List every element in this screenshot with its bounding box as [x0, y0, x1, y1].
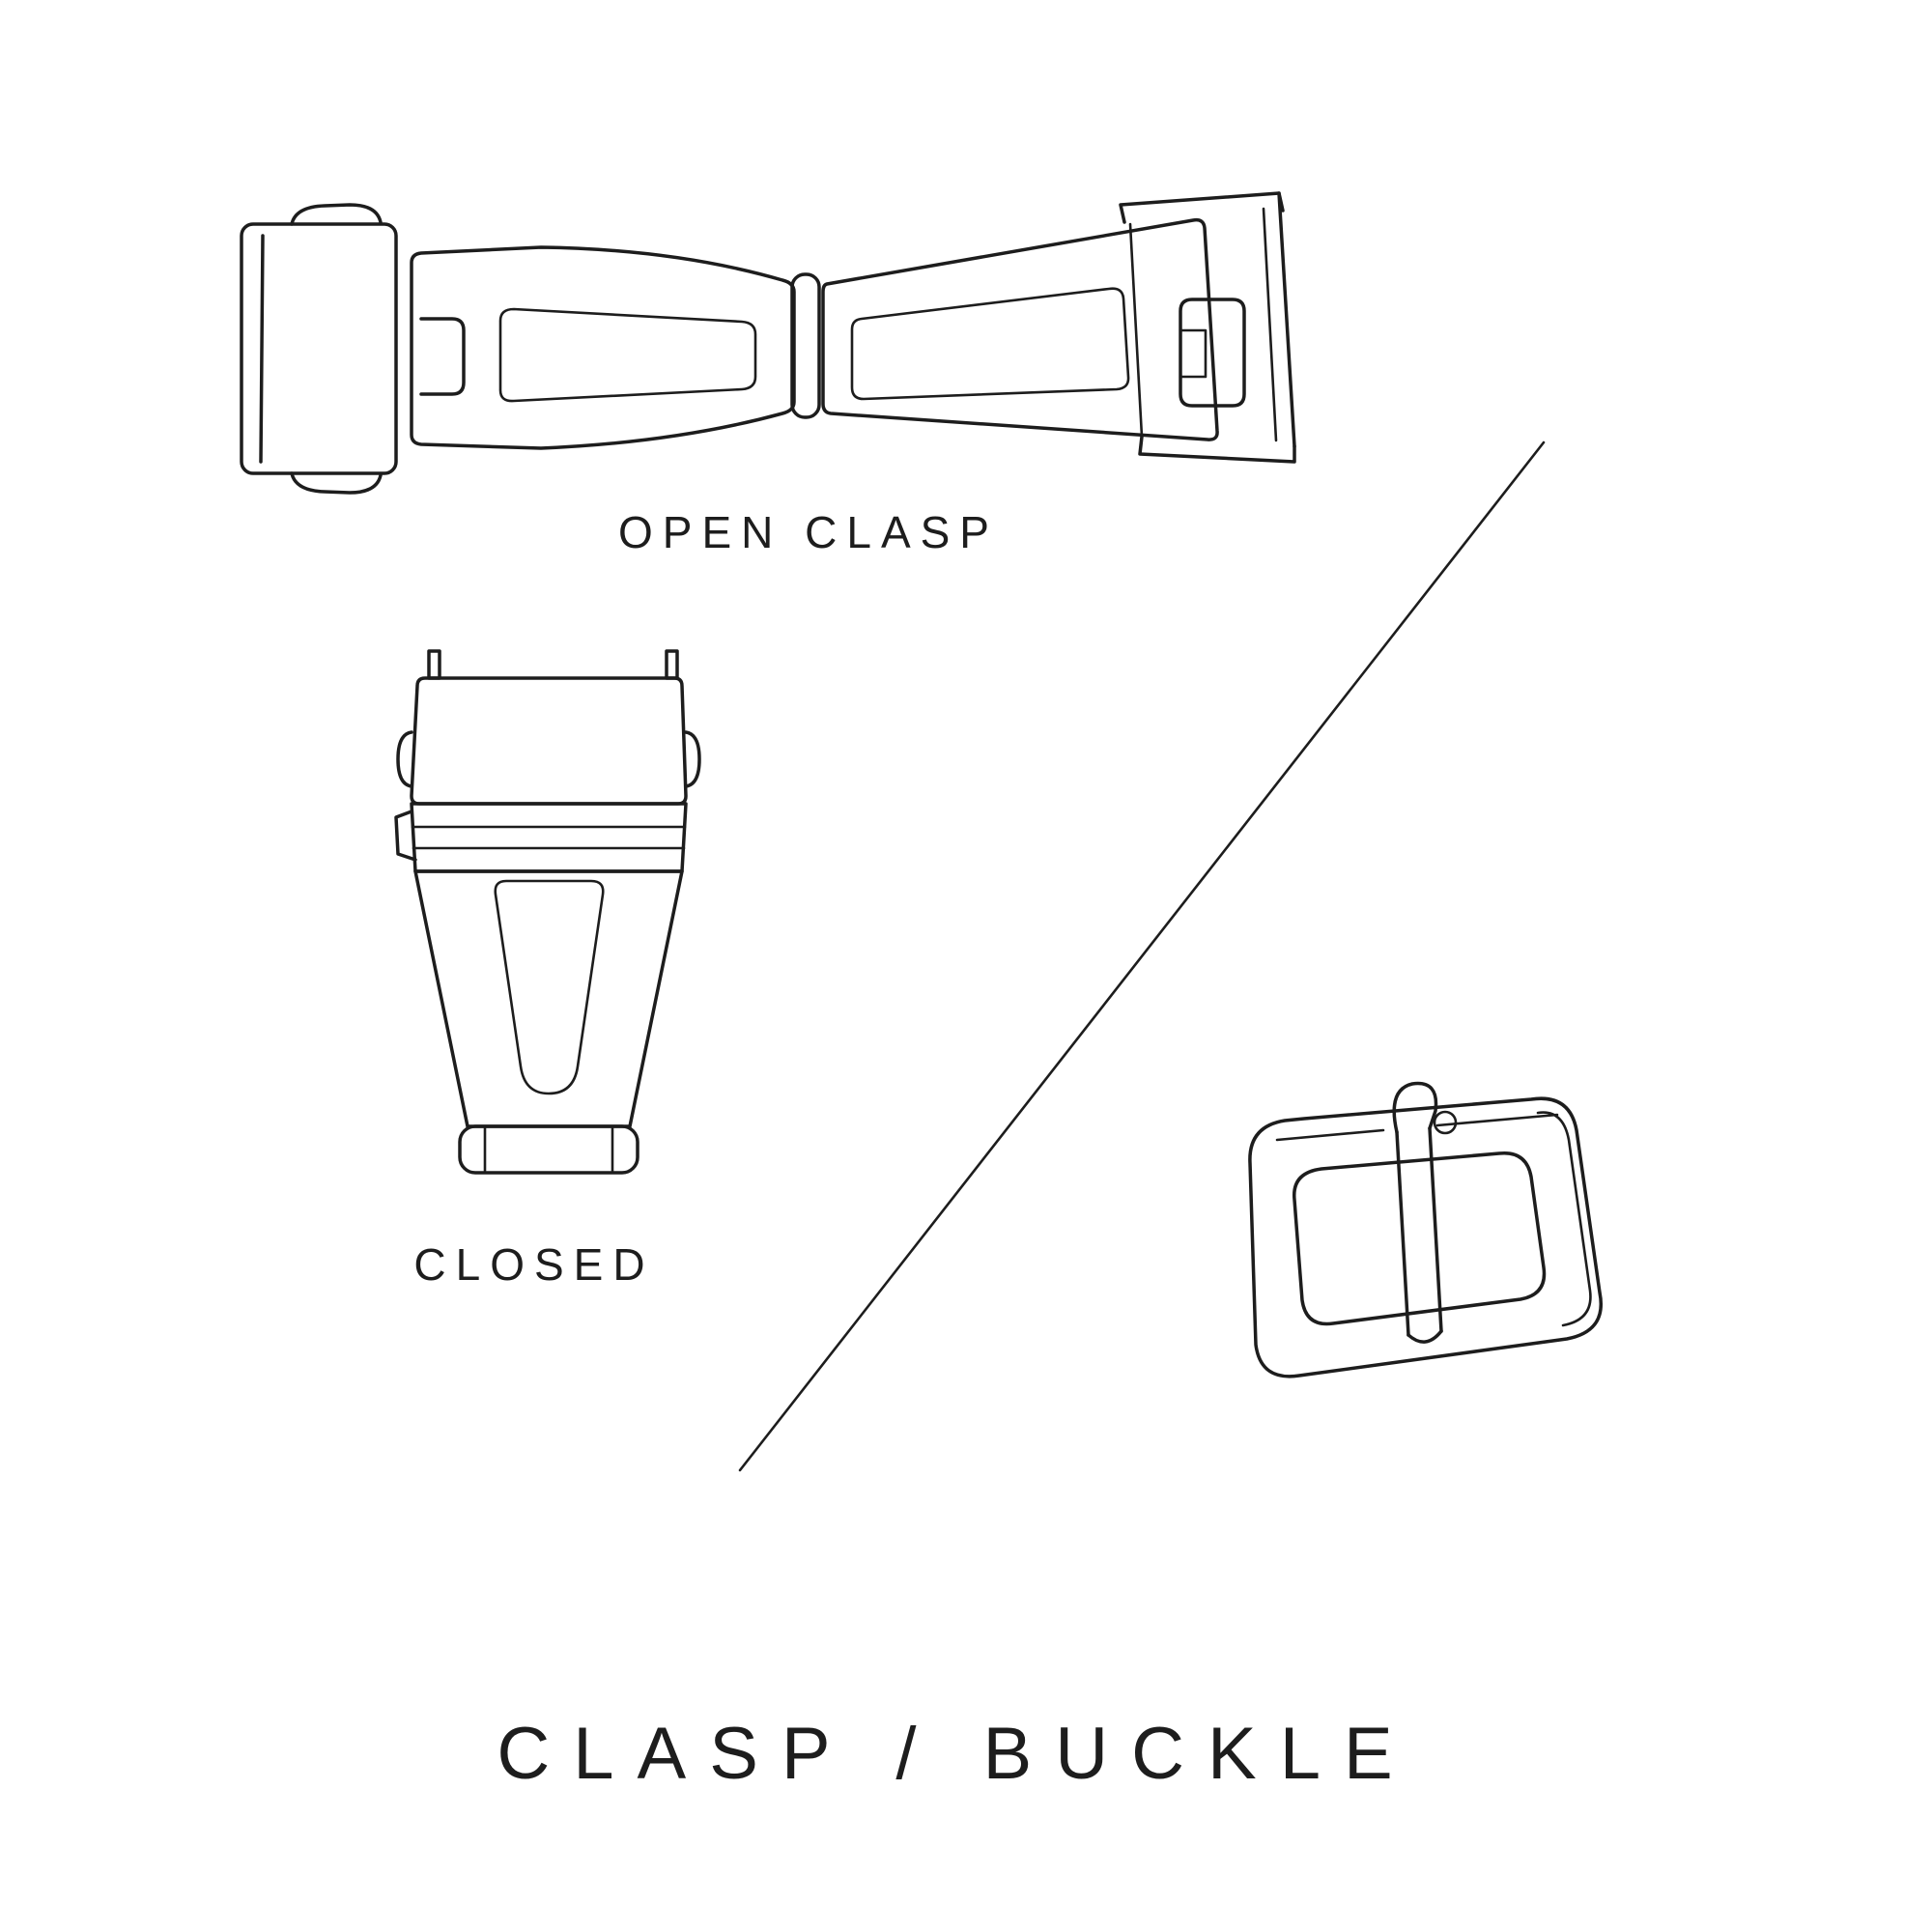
- closed-clasp-label: CLOSED: [413, 1239, 655, 1290]
- diagonal-divider-line: [738, 440, 1546, 1472]
- closed-clasp-illustration: [394, 649, 701, 1175]
- buckle-illustration: [1248, 1081, 1603, 1378]
- open-clasp-label: OPEN CLASP: [618, 507, 999, 557]
- page-title: CLASP / BUCKLE: [497, 1713, 1416, 1795]
- open-clasp-illustration: [240, 191, 1296, 495]
